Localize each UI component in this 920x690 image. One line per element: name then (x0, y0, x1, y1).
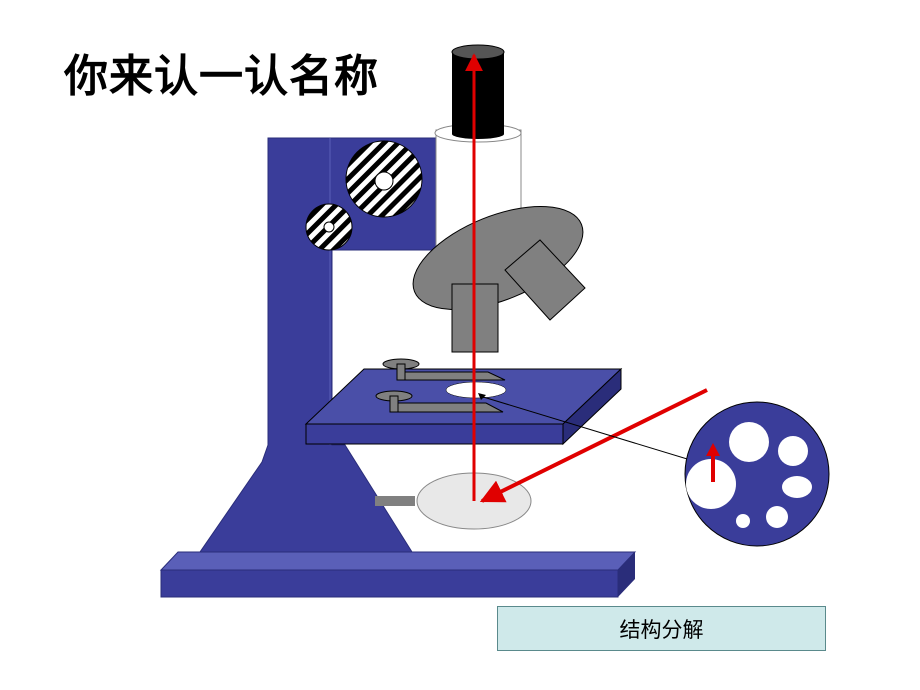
fine-focus-knob (305, 203, 353, 251)
reflector-mirror (375, 472, 532, 530)
stage-hole (445, 381, 507, 399)
stage-clip-upper (382, 358, 506, 381)
microscope-stage (304, 367, 623, 446)
stage-clip-lower (375, 390, 504, 413)
pointer-arrowhead (478, 393, 486, 400)
diaphragm-detail (684, 401, 830, 547)
incoming-light-ray (479, 388, 708, 503)
microscope-base (159, 551, 637, 598)
coarse-focus-knob (345, 140, 423, 218)
objective-lens-angled (504, 239, 586, 321)
light-path (465, 53, 708, 503)
eyepiece (451, 44, 505, 139)
structure-breakdown-button[interactable]: 结构分解 (497, 606, 826, 651)
slide-title: 你来认一认名称 (64, 51, 379, 102)
